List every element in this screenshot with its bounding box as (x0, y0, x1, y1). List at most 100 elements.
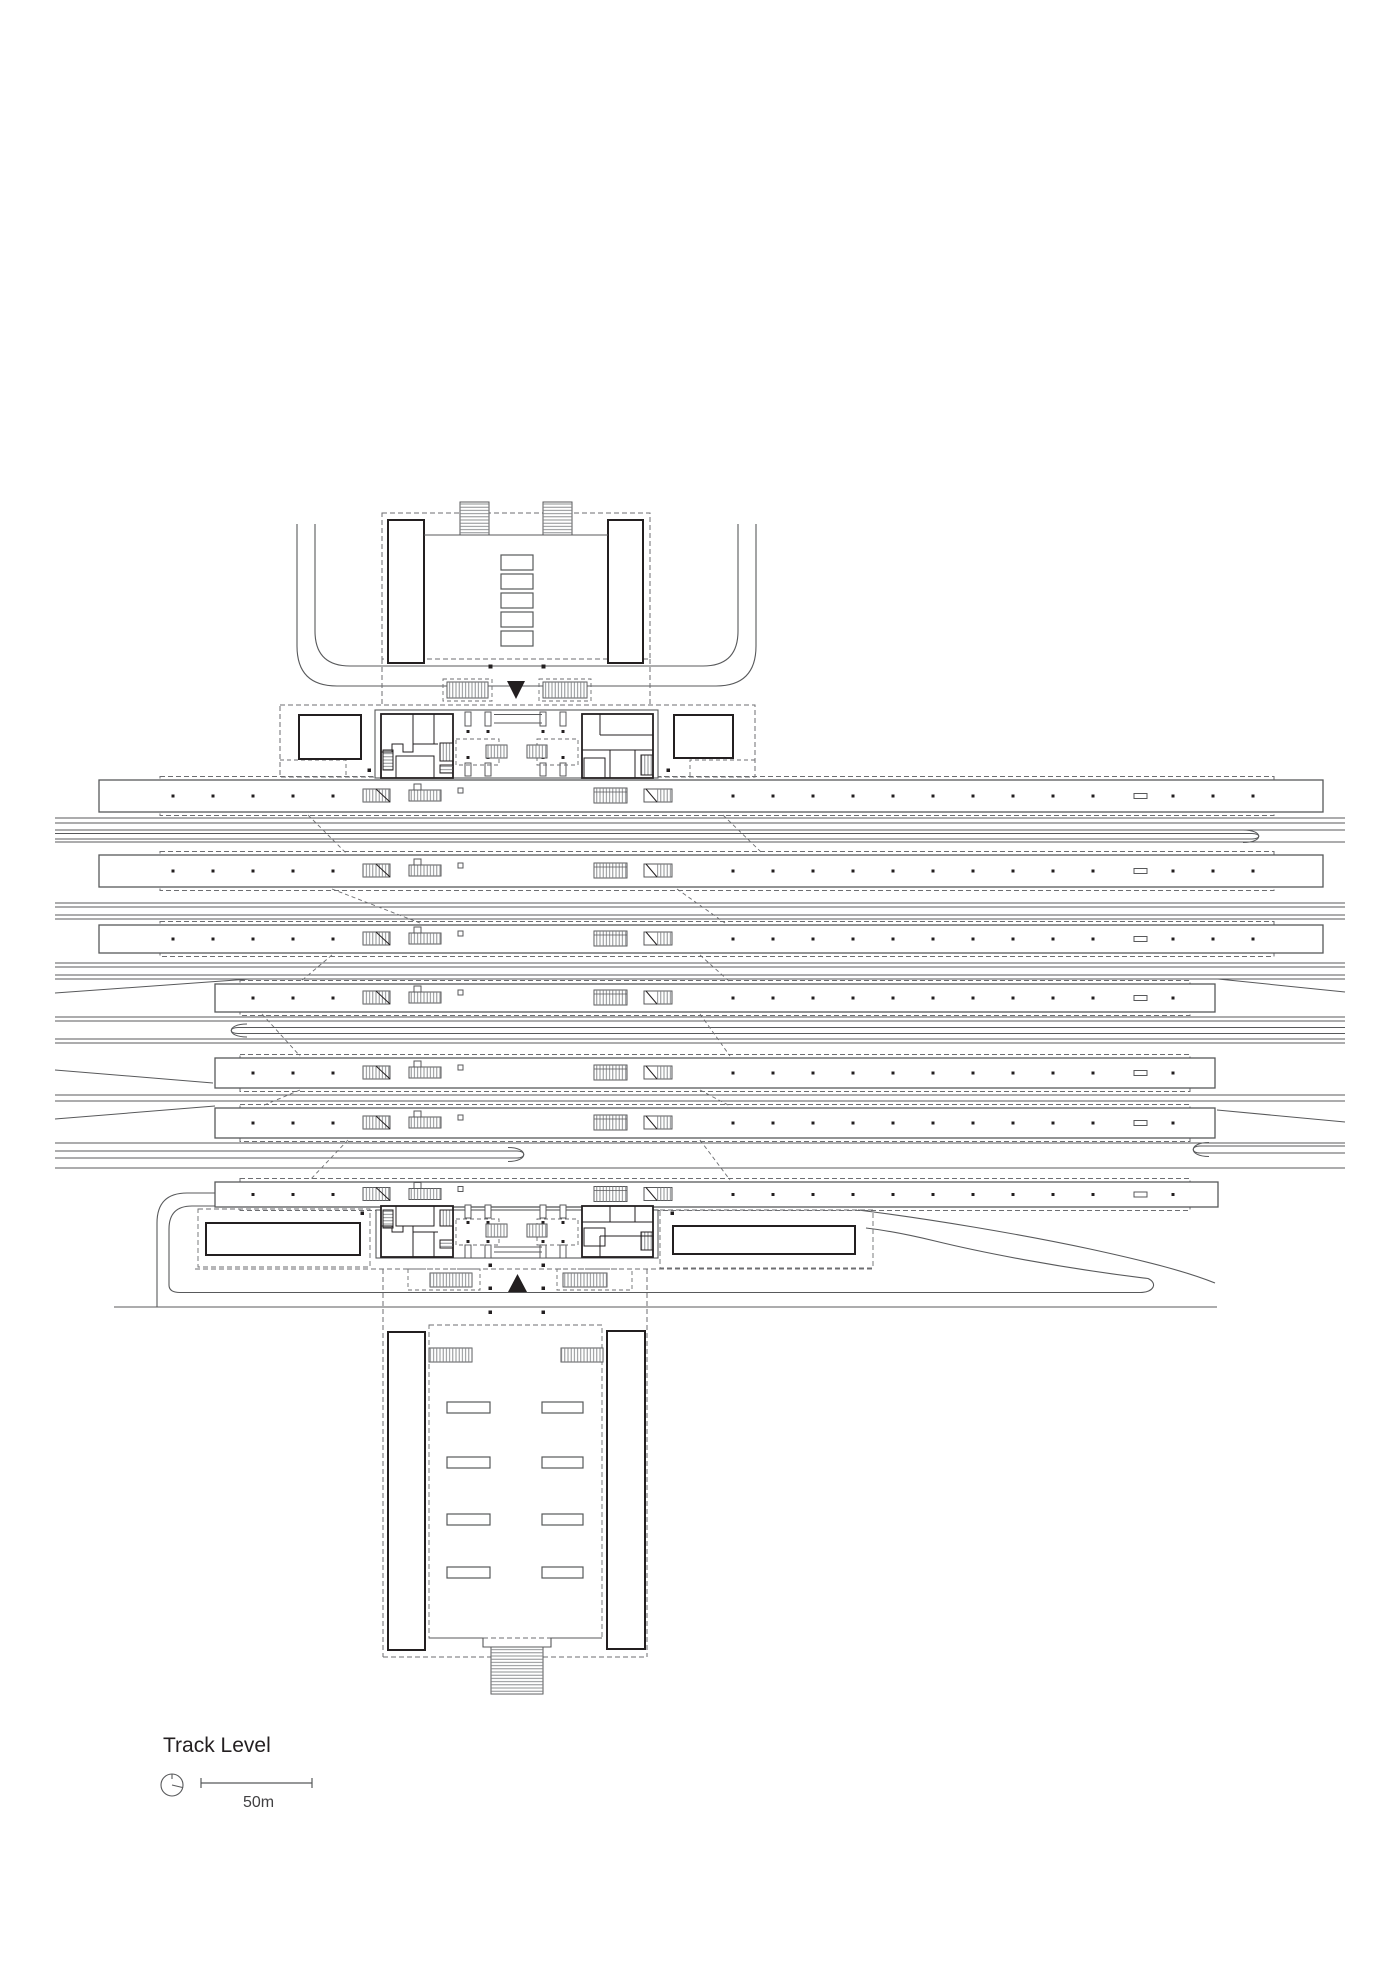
platform-column-dot (251, 1193, 255, 1196)
platform-column-dot (1051, 794, 1055, 798)
platform-marker (457, 989, 464, 996)
platform-escalator-hatch (594, 1065, 627, 1080)
track-buffer-outer (1242, 829, 1260, 843)
platform-column-dot (1171, 1121, 1175, 1125)
platform-column-dot (771, 1121, 775, 1125)
south-building-west-wing (387, 1331, 426, 1651)
platform-stair-a-hatch (363, 864, 390, 877)
platform-band-5 (214, 1054, 1216, 1092)
platform-column-dot (731, 996, 735, 1000)
platform-bands-layer (98, 776, 1324, 1211)
platform-column-dot (251, 996, 255, 1000)
platform-column-dot (171, 937, 175, 941)
south-building-east-wing (606, 1330, 646, 1650)
south-concourse-east-block (672, 1225, 856, 1255)
platform-marker (457, 862, 464, 869)
north-ticket-office-east (581, 713, 654, 779)
platform-column-dot (251, 1121, 255, 1125)
platform-escalator-hatch (594, 788, 627, 803)
stair-b-landing (413, 858, 422, 866)
platform-column-dot (771, 996, 775, 1000)
platform-column-dot (731, 1193, 735, 1196)
platform-column-dot (851, 937, 855, 941)
platform-column-dot (1171, 1071, 1175, 1075)
platform-slab (98, 924, 1324, 954)
platform-column-dot (731, 794, 735, 798)
platform-slab (98, 854, 1324, 888)
platform-column-dot (1171, 794, 1175, 798)
south-concourse-west-block (205, 1222, 361, 1256)
north-concourse-dashed-east (689, 759, 755, 777)
platform-column-dot (931, 1071, 935, 1075)
south-building-south-facade (429, 1637, 602, 1648)
south-building-main-stair (490, 1646, 544, 1695)
platform-column-dot (971, 1193, 975, 1196)
platform-stair-b-hatch (409, 790, 441, 801)
north-escalators-to-concourse (442, 678, 592, 702)
column-marker (488, 664, 493, 669)
platform-marker (457, 787, 464, 794)
stair-d-hatch (657, 1066, 672, 1079)
platform-column-dot (1011, 1193, 1015, 1196)
stair-d-diagonal (645, 931, 658, 946)
platform-stair-a-hatch (363, 1187, 390, 1201)
platform-column-dot (1251, 937, 1255, 941)
column-marker (541, 664, 546, 669)
platform-dash-marker (1133, 936, 1148, 942)
canopy-dashed-connector (309, 1139, 349, 1181)
platform-column-dot (811, 794, 815, 798)
north-concourse-east-block (673, 714, 734, 759)
south-east-block-canopy (659, 1209, 874, 1269)
platform-column-dot (931, 1193, 935, 1196)
platform-column-dot (211, 937, 215, 941)
platform-stair-b-hatch (409, 865, 441, 876)
stair-a-diagonal (375, 863, 391, 878)
platform-column-dot (931, 937, 935, 941)
platform-column-dot (931, 1121, 935, 1125)
stair-d-diagonal (645, 788, 658, 803)
platform-column-dot (891, 869, 895, 873)
south-roads (114, 1192, 1217, 1308)
platform-column-dot (851, 996, 855, 1000)
stair-a-diagonal (375, 788, 391, 803)
platform-column-dot (171, 794, 175, 798)
stair-b-landing (413, 783, 422, 791)
north-approach-road (296, 524, 757, 687)
platform-stair-b-hatch (409, 992, 441, 1003)
north-building-kiosks (500, 554, 534, 647)
platform-column-dot (251, 937, 255, 941)
south-concourse-escalators (485, 1223, 548, 1238)
column-dot (670, 1211, 674, 1215)
platform-stair-b-hatch (409, 1188, 441, 1200)
platform-band-3 (98, 921, 1324, 957)
platform-column-dot (771, 1071, 775, 1075)
canopy-dashed-connector (699, 1139, 731, 1181)
canopy-dashed-connector (699, 1089, 731, 1107)
platform-column-dot (811, 869, 815, 873)
south-entrance-building (382, 1269, 648, 1695)
platform-band-7 (214, 1178, 1219, 1211)
platform-column-dot (331, 996, 335, 1000)
platform-column-dot (251, 794, 255, 798)
platform-column-dot (731, 869, 735, 873)
north-concourse-columns (464, 711, 567, 777)
platform-column-dot (291, 996, 295, 1000)
platform-escalator-hatch (594, 990, 627, 1005)
platform-column-dot (1051, 996, 1055, 1000)
platform-column-dot (1211, 937, 1215, 941)
platform-column-dot (331, 794, 335, 798)
platform-column-dot (891, 794, 895, 798)
platform-column-dot (971, 869, 975, 873)
stair-d-hatch (657, 932, 672, 945)
column-dot (360, 1211, 364, 1215)
platform-column-dot (1011, 1121, 1015, 1125)
platform-column-dot (1051, 1071, 1055, 1075)
platform-column-dot (1011, 869, 1015, 873)
stair-b-landing (413, 1060, 422, 1068)
platform-column-dot (1171, 869, 1175, 873)
column-dot (666, 768, 670, 772)
platform-column-dot (731, 937, 735, 941)
platform-dash-marker (1133, 1191, 1148, 1198)
platform-dash-marker (1133, 995, 1148, 1001)
south-road-east-sweep (857, 1209, 1216, 1284)
